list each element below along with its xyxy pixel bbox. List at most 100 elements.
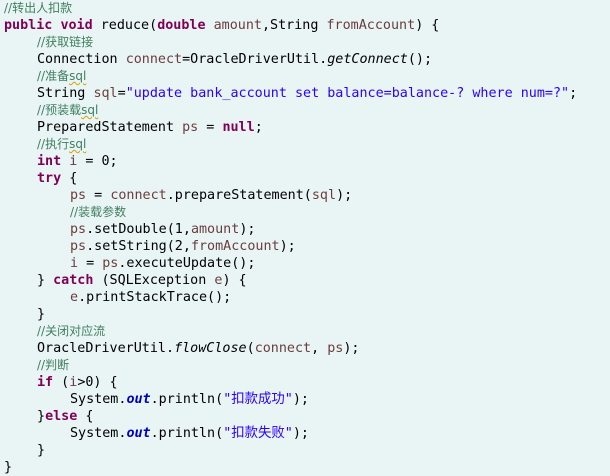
code-line: //获取链接 (0, 34, 610, 51)
code-token: ps (102, 256, 119, 271)
code-token: } (37, 307, 46, 322)
code-token: ( (246, 341, 255, 356)
code-comment: //判断 (37, 358, 70, 372)
code-comment: sql (81, 103, 99, 117)
code-line: PreparedStatement ps = null; (0, 119, 610, 136)
code-token: ); (336, 188, 353, 203)
code-token: out (126, 426, 151, 441)
code-token: ,String (262, 18, 327, 33)
code-line: //转出人扣款 (0, 0, 610, 17)
code-token: .println( (150, 392, 224, 407)
code-line: public void reduce(double amount,String … (0, 17, 610, 34)
code-line: //预装载sql (0, 102, 610, 119)
code-token: amount (213, 18, 262, 33)
code-line: //判断 (0, 357, 610, 374)
code-token: null (222, 120, 255, 135)
code-token: (SQLException (93, 273, 215, 288)
code-token: ps (327, 341, 344, 356)
code-token: try (37, 171, 62, 186)
code-token: "update bank_account set balance=balance… (125, 86, 570, 101)
code-comment: sql (69, 137, 87, 151)
code-token: ) { (222, 273, 247, 288)
code-token: flowClose (174, 341, 247, 356)
code-line: ps.setString(2,fromAccount); (0, 238, 610, 255)
code-comment: //关闭对应流 (37, 324, 106, 338)
code-token: = (198, 120, 223, 135)
code-comment: //执行 (37, 137, 70, 151)
code-token: "扣款失败" (223, 426, 293, 441)
code-token: = (117, 86, 126, 101)
code-token: .printStackTrace(); (78, 290, 232, 305)
code-token: ps (70, 239, 87, 254)
code-token: System. (70, 426, 127, 441)
code-token: reduce( (92, 18, 158, 33)
code-token: void (60, 18, 93, 33)
code-token: else (45, 409, 78, 424)
code-token: ) { (415, 18, 440, 33)
code-token: = 0; (77, 154, 118, 169)
code-token: ; (254, 120, 263, 135)
code-token: ); (292, 426, 309, 441)
code-token: Connection (37, 52, 126, 67)
code-token: connect (110, 188, 167, 203)
code-token: ); (343, 341, 360, 356)
code-token: = (86, 188, 111, 203)
code-token: ); (292, 392, 309, 407)
code-token: i (70, 256, 79, 271)
code-token: if (37, 375, 54, 390)
code-line: if (i>0) { (0, 374, 610, 391)
code-line: //执行sql (0, 136, 610, 153)
code-token: =OracleDriverUtil. (182, 52, 328, 67)
code-line: try { (0, 170, 610, 187)
code-token: .setDouble(1, (86, 222, 191, 237)
code-comment: //准备 (37, 69, 70, 83)
code-token: } (37, 273, 54, 288)
code-line: } (0, 306, 610, 323)
code-token: ); (239, 222, 256, 237)
code-line: } (0, 459, 610, 476)
code-token: i (69, 375, 78, 390)
code-token: { (61, 171, 78, 186)
code-token: System. (70, 392, 127, 407)
code-line: } (0, 442, 610, 459)
code-line: ps.setDouble(1,amount); (0, 221, 610, 238)
code-token: fromAccount (326, 18, 416, 33)
code-line: //准备sql (0, 68, 610, 85)
code-token: = (78, 256, 103, 271)
code-line: } catch (SQLException e) { (0, 272, 610, 289)
code-line: System.out.println("扣款失败"); (0, 425, 610, 442)
code-token: double (157, 18, 206, 33)
code-line: //装载参数 (0, 204, 610, 221)
code-comment: //转出人扣款 (4, 1, 73, 15)
code-token: } (37, 443, 46, 458)
code-token (206, 18, 214, 33)
code-token: ps (182, 120, 199, 135)
code-token: out (126, 392, 151, 407)
code-token: sql (93, 86, 118, 101)
code-token: } (4, 460, 13, 475)
code-token: { (77, 409, 94, 424)
code-token: OracleDriverUtil. (37, 341, 175, 356)
code-token: ( (53, 375, 70, 390)
code-comment: //预装载 (37, 103, 82, 117)
code-line: OracleDriverUtil.flowClose(connect, ps); (0, 340, 610, 357)
code-token: ps (70, 222, 87, 237)
code-token: getConnect (327, 52, 408, 67)
code-token: "扣款成功" (223, 392, 293, 407)
code-token: (); (407, 52, 433, 67)
code-token: ps (70, 188, 87, 203)
code-line: ps = connect.prepareStatement(sql); (0, 187, 610, 204)
code-token: i (69, 154, 78, 169)
code-token: public (4, 18, 53, 33)
code-token: int (37, 154, 62, 169)
code-line: }else { (0, 408, 610, 425)
code-comment: //装载参数 (70, 205, 127, 219)
code-comment: sql (69, 69, 87, 83)
code-token: fromAccount (190, 239, 280, 254)
code-token: , (311, 341, 328, 356)
code-token: .println( (150, 426, 224, 441)
code-token: ); (279, 239, 296, 254)
code-token: PreparedStatement (37, 120, 183, 135)
code-line: System.out.println("扣款成功"); (0, 391, 610, 408)
